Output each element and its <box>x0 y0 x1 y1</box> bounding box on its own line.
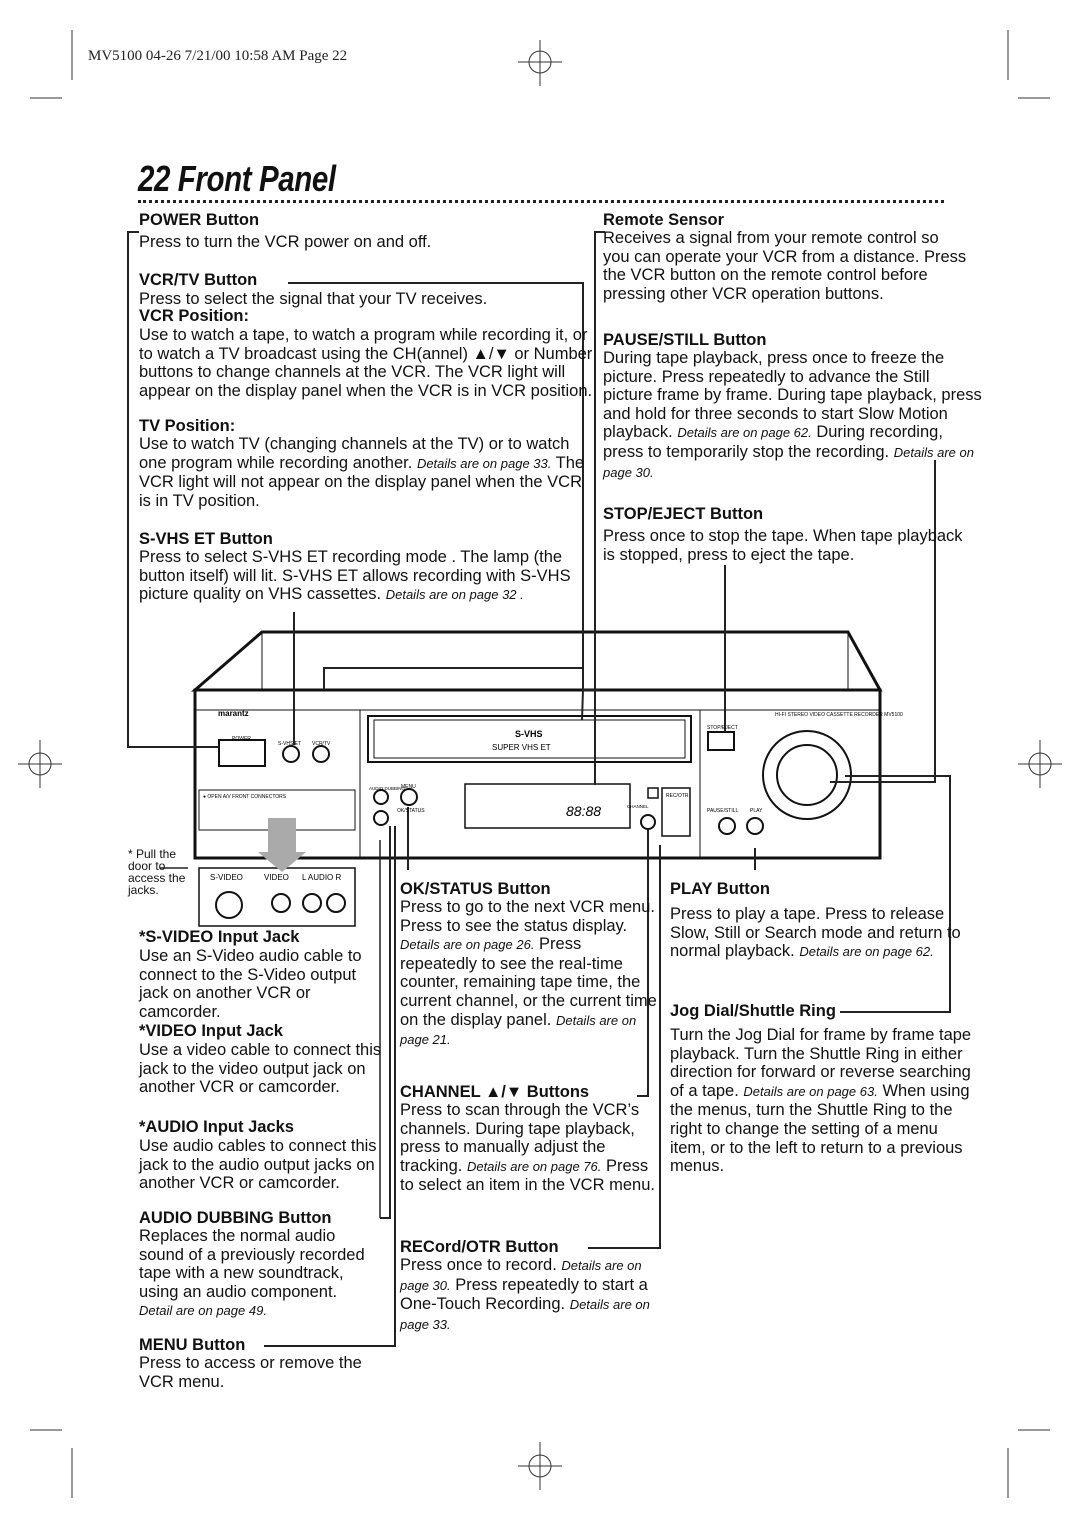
jog-dial-body: Turn the Jog Dial for frame by frame tap… <box>670 1026 972 1176</box>
jog-dial-heading: Jog Dial/Shuttle Ring <box>670 1002 836 1020</box>
play-label: PLAY <box>750 808 763 814</box>
record-body: Press once to record. Details are on pag… <box>400 1256 650 1332</box>
channel-label: CHANNEL <box>627 804 649 809</box>
pause-still-heading: PAUSE/STILL Button <box>603 331 767 349</box>
pause-still-body: During tape playback, press once to free… <box>603 349 982 480</box>
svhs-logo: S-VHS <box>515 729 543 739</box>
stop-eject-heading: STOP/EJECT Button <box>603 505 764 523</box>
display-digits: 88:88 <box>566 803 601 819</box>
tv-position-body: Use to watch TV (changing channels at th… <box>139 435 585 510</box>
channel-body: Press to scan through the VCR’s channels… <box>400 1101 655 1195</box>
pull-door-note: * Pull the door to access the jacks. <box>128 847 186 897</box>
svhs-et-heading: S-VHS ET Button <box>139 530 273 548</box>
svideo-body: Use an S-Video audio cable to connect to… <box>139 947 362 1021</box>
vcr-position-heading: VCR Position: <box>139 307 249 325</box>
record-heading: RECord/OTR Button <box>400 1238 559 1256</box>
svideo-heading: *S-VIDEO Input Jack <box>139 928 300 946</box>
device-model-line: HI-FI STEREO VIDEO CASSETTE RECORDER MV5… <box>775 712 903 718</box>
jack-svideo-label: S-VIDEO <box>210 873 243 882</box>
rec-otr-label: REC/OTR <box>666 793 689 799</box>
super-vhs-et-label: SUPER VHS ET <box>492 743 551 752</box>
audio-heading: *AUDIO Input Jacks <box>139 1118 294 1136</box>
video-heading: *VIDEO Input Jack <box>139 1022 283 1040</box>
device-brand: marantz <box>218 709 249 718</box>
menu-label: MENU <box>401 784 416 790</box>
power-label: POWER <box>232 736 251 742</box>
svhs-et-label: S-VHS ET <box>278 741 301 747</box>
power-body: Press to turn the VCR power on and off. <box>139 233 432 251</box>
play-body: Press to play a tape. Press to release S… <box>670 905 961 961</box>
vcrtv-label: VCR/TV <box>312 741 331 747</box>
title-rule <box>138 200 944 203</box>
ok-status-heading: OK/STATUS Button <box>400 880 551 898</box>
stop-eject-body: Press once to stop the tape. When tape p… <box>603 527 963 564</box>
power-heading: POWER Button <box>139 211 260 229</box>
channel-heading: CHANNEL ▲/▼ Buttons <box>400 1083 590 1101</box>
audio-dubbing-heading: AUDIO DUBBING Button <box>139 1209 332 1227</box>
menu-body: Press to access or remove the VCR menu. <box>139 1354 362 1391</box>
jack-audio-label: L AUDIO R <box>302 873 341 882</box>
pause-still-label: PAUSE/STILL <box>707 808 739 814</box>
print-header: MV5100 04-26 7/21/00 10:58 AM Page 22 <box>88 48 348 64</box>
svhs-et-body: Press to select S-VHS ET recording mode … <box>139 548 571 604</box>
vcrtv-heading: VCR/TV Button <box>139 271 258 289</box>
tv-position-heading: TV Position: <box>139 417 236 435</box>
video-body: Use a video cable to connect this jack t… <box>139 1041 382 1097</box>
audio-dubbing-label: AUDIO DUBBING <box>369 786 406 791</box>
jack-video-label: VIDEO <box>264 873 289 882</box>
menu-heading: MENU Button <box>139 1336 246 1354</box>
audio-body: Use audio cables to connect this jack to… <box>139 1137 377 1193</box>
remote-sensor-heading: Remote Sensor <box>603 211 725 229</box>
audio-dubbing-body: Replaces the normal audio sound of a pre… <box>139 1227 365 1319</box>
vcrtv-body: Press to select the signal that your TV … <box>139 290 488 308</box>
remote-sensor-body: Receives a signal from your remote contr… <box>603 229 967 303</box>
ok-status-body: Press to go to the next VCR menu. Press … <box>400 898 657 1048</box>
play-heading: PLAY Button <box>670 880 770 898</box>
page-title: 22 Front Panel <box>138 158 336 199</box>
vcr-position-body: Use to watch a tape, to watch a program … <box>139 326 593 400</box>
ok-status-label: OK/STATUS <box>397 808 425 814</box>
front-connectors-label: ● OPEN A/V FRONT CONNECTORS <box>203 794 287 800</box>
stop-eject-label: STOP/EJECT <box>707 725 738 731</box>
